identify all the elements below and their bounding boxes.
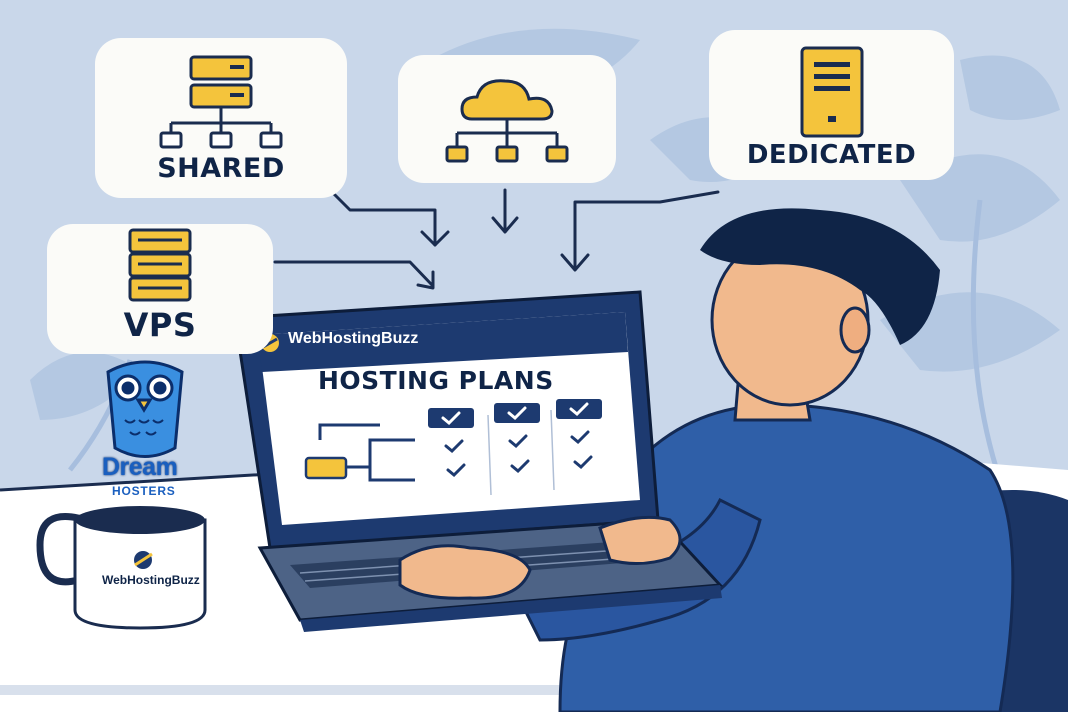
logo-text-line1: Dream (102, 453, 178, 481)
owl-logo-icon (106, 360, 184, 458)
mug-brand-text: WebHostingBuzz (102, 573, 200, 587)
plan-card-cloud (398, 55, 616, 183)
server-stack-icon (159, 55, 283, 149)
plan-card-label: VPS (123, 306, 197, 344)
flow-arrows (273, 188, 720, 290)
plan-card-dedicated: DEDICATED (709, 30, 954, 180)
right-hand (598, 515, 682, 565)
checkmark-icon (441, 402, 589, 426)
plan-card-label: SHARED (157, 153, 285, 184)
screen-brand-name: WebHostingBuzz (288, 330, 419, 347)
cloud-icon (445, 79, 569, 163)
plan-card-shared: SHARED (95, 38, 347, 198)
screen-plan-diagram (318, 423, 415, 482)
plan-card-label: DEDICATED (746, 140, 917, 170)
mug-icon (36, 506, 207, 630)
screen-title: HOSTING PLANS (318, 366, 554, 395)
server-stack-icon (128, 228, 192, 302)
check-header-boxes (428, 399, 602, 428)
plan-card-vps: VPS (47, 224, 273, 354)
person-hair (700, 208, 940, 345)
laptop-screen-header: WebHostingBuzz (258, 318, 640, 360)
tower-server-icon (800, 46, 863, 138)
left-hand (398, 544, 532, 600)
logo-text-line2: HOSTERS (112, 484, 176, 498)
